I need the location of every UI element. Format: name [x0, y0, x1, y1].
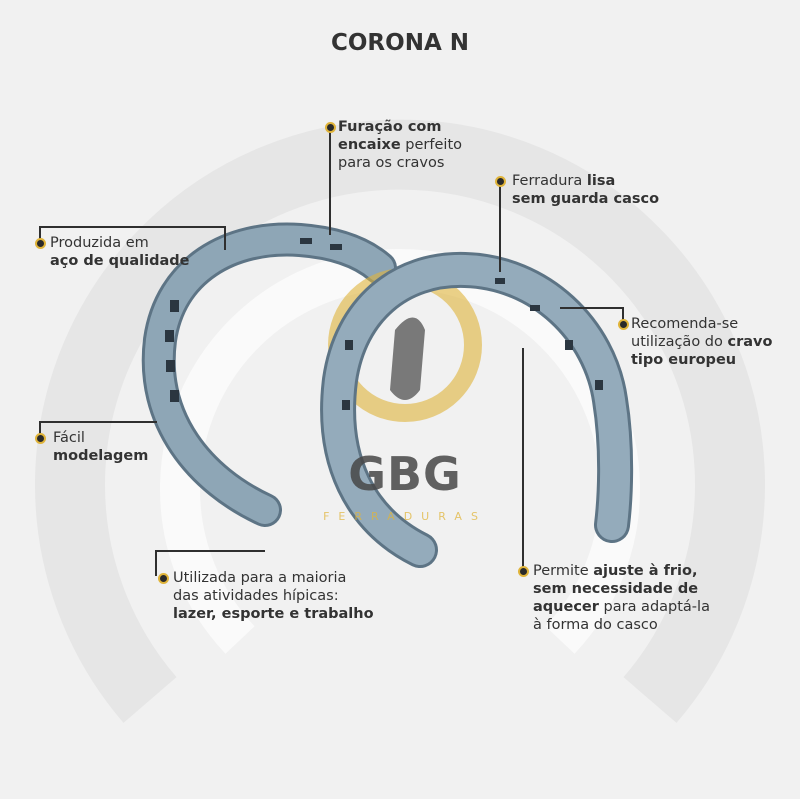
callout-lisa: Ferradura lisa sem guarda casco: [512, 173, 660, 207]
bullet-dot: [495, 176, 506, 187]
callout-furacao: Furação com encaixe perfeito para os cra…: [338, 119, 463, 171]
logo-name: GBG: [348, 447, 462, 501]
callout-recomenda: Recomenda-se utilização do cravo tipo eu…: [631, 316, 773, 368]
leader-line: [39, 226, 41, 242]
bullet-dot: [35, 238, 46, 249]
leader-line: [499, 184, 501, 272]
leader-line: [622, 307, 624, 323]
leader-line: [39, 226, 225, 228]
leader-line: [224, 226, 226, 250]
leader-line: [329, 130, 331, 235]
bullet-dot: [618, 319, 629, 330]
callout-produzida: Produzida em aço de qualidade: [50, 235, 190, 269]
leader-line: [522, 348, 524, 570]
logo-horse-head: [390, 317, 425, 400]
bullet-dot: [325, 122, 336, 133]
left-horseshoe: [141, 222, 397, 527]
logo-subtitle: FERRADURAS: [323, 510, 487, 523]
bullet-dot: [35, 433, 46, 444]
page-title: CORONA N: [331, 30, 469, 56]
callout-permite: Permite ajuste à frio, sem necessidade d…: [533, 563, 710, 633]
leader-line: [560, 307, 624, 309]
leader-line: [155, 550, 265, 552]
leader-line: [39, 421, 157, 423]
leader-line: [155, 550, 157, 576]
bullet-dot: [158, 573, 169, 584]
bullet-dot: [518, 566, 529, 577]
callout-utilizada: Utilizada para a maioria das atividades …: [173, 570, 374, 622]
right-horseshoe: [320, 251, 634, 568]
leader-line: [39, 421, 41, 437]
callout-facil: Fácil modelagem: [53, 430, 149, 464]
